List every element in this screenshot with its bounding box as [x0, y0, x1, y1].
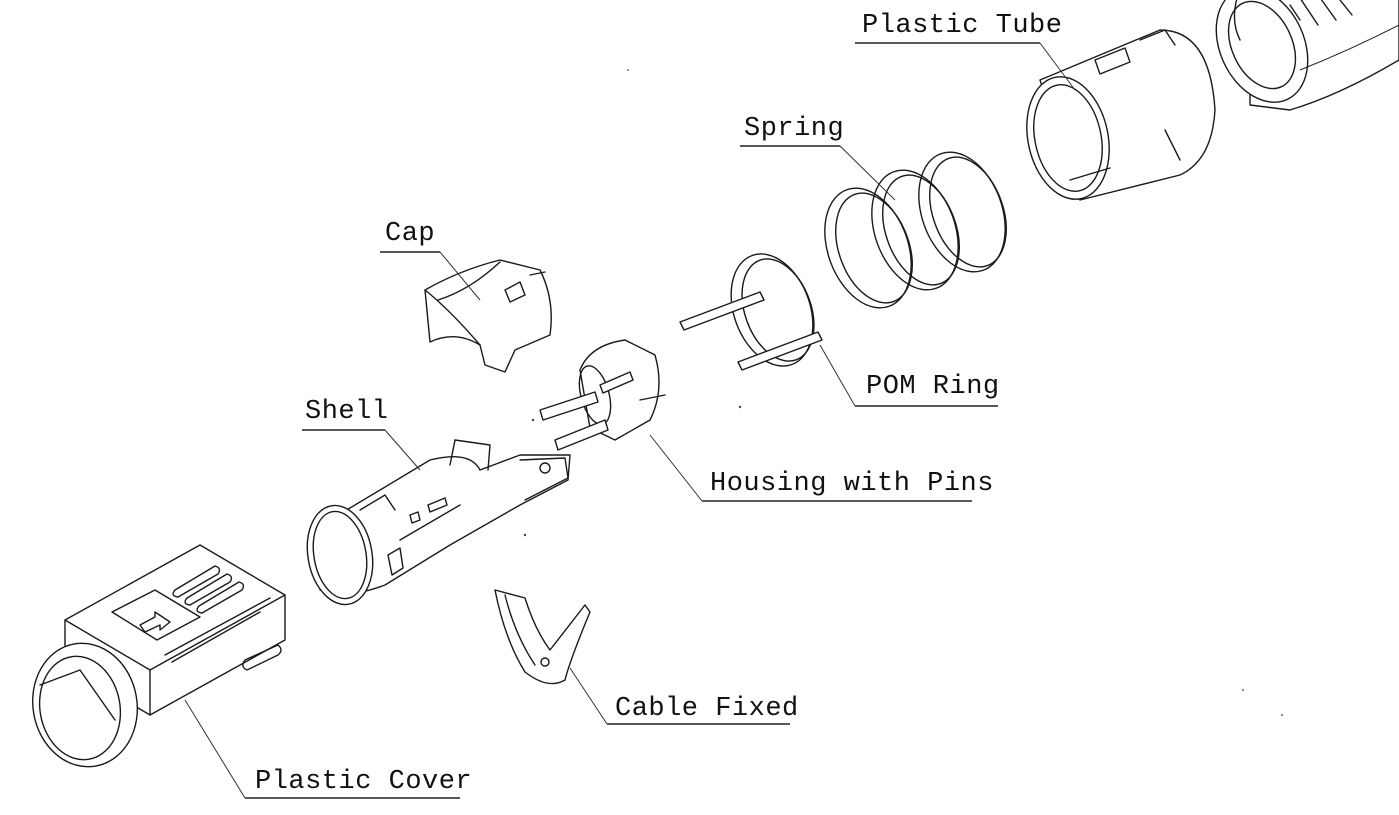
plastic-tube-part — [1026, 29, 1216, 201]
label-text-plastic-tube: Plastic Tube — [862, 11, 1062, 41]
label-text-spring: Spring — [744, 114, 844, 144]
label-text-cable-fixed: Cable Fixed — [615, 694, 799, 724]
cable-fixed-part — [494, 589, 591, 685]
label-plastic-tube: Plastic Tube — [855, 11, 1076, 91]
label-text-housing-with-pins: Housing with Pins — [710, 469, 994, 499]
spring-part — [824, 151, 1007, 309]
label-text-pom-ring: POM Ring — [866, 372, 1000, 402]
label-plastic-cover: Plastic Cover — [184, 699, 472, 799]
label-housing-with-pins: Housing with Pins — [649, 434, 994, 502]
label-shell: Shell — [302, 397, 421, 471]
label-spring: Spring — [740, 114, 896, 201]
shell-part — [306, 439, 571, 606]
label-text-shell: Shell — [305, 397, 389, 427]
label-cap: Cap — [380, 219, 481, 301]
label-text-plastic-cover: Plastic Cover — [255, 767, 472, 797]
label-cable-fixed: Cable Fixed — [569, 667, 799, 725]
label-pom-ring: POM Ring — [819, 344, 1000, 407]
label-text-cap: Cap — [385, 219, 435, 249]
plastic-cover-part — [31, 544, 286, 768]
housing-with-pins-part — [539, 339, 666, 451]
strain-relief-part — [1215, 0, 1399, 111]
scan-specks — [523, 69, 1283, 716]
pom-ring-part — [679, 253, 823, 371]
cap-part — [424, 259, 552, 373]
